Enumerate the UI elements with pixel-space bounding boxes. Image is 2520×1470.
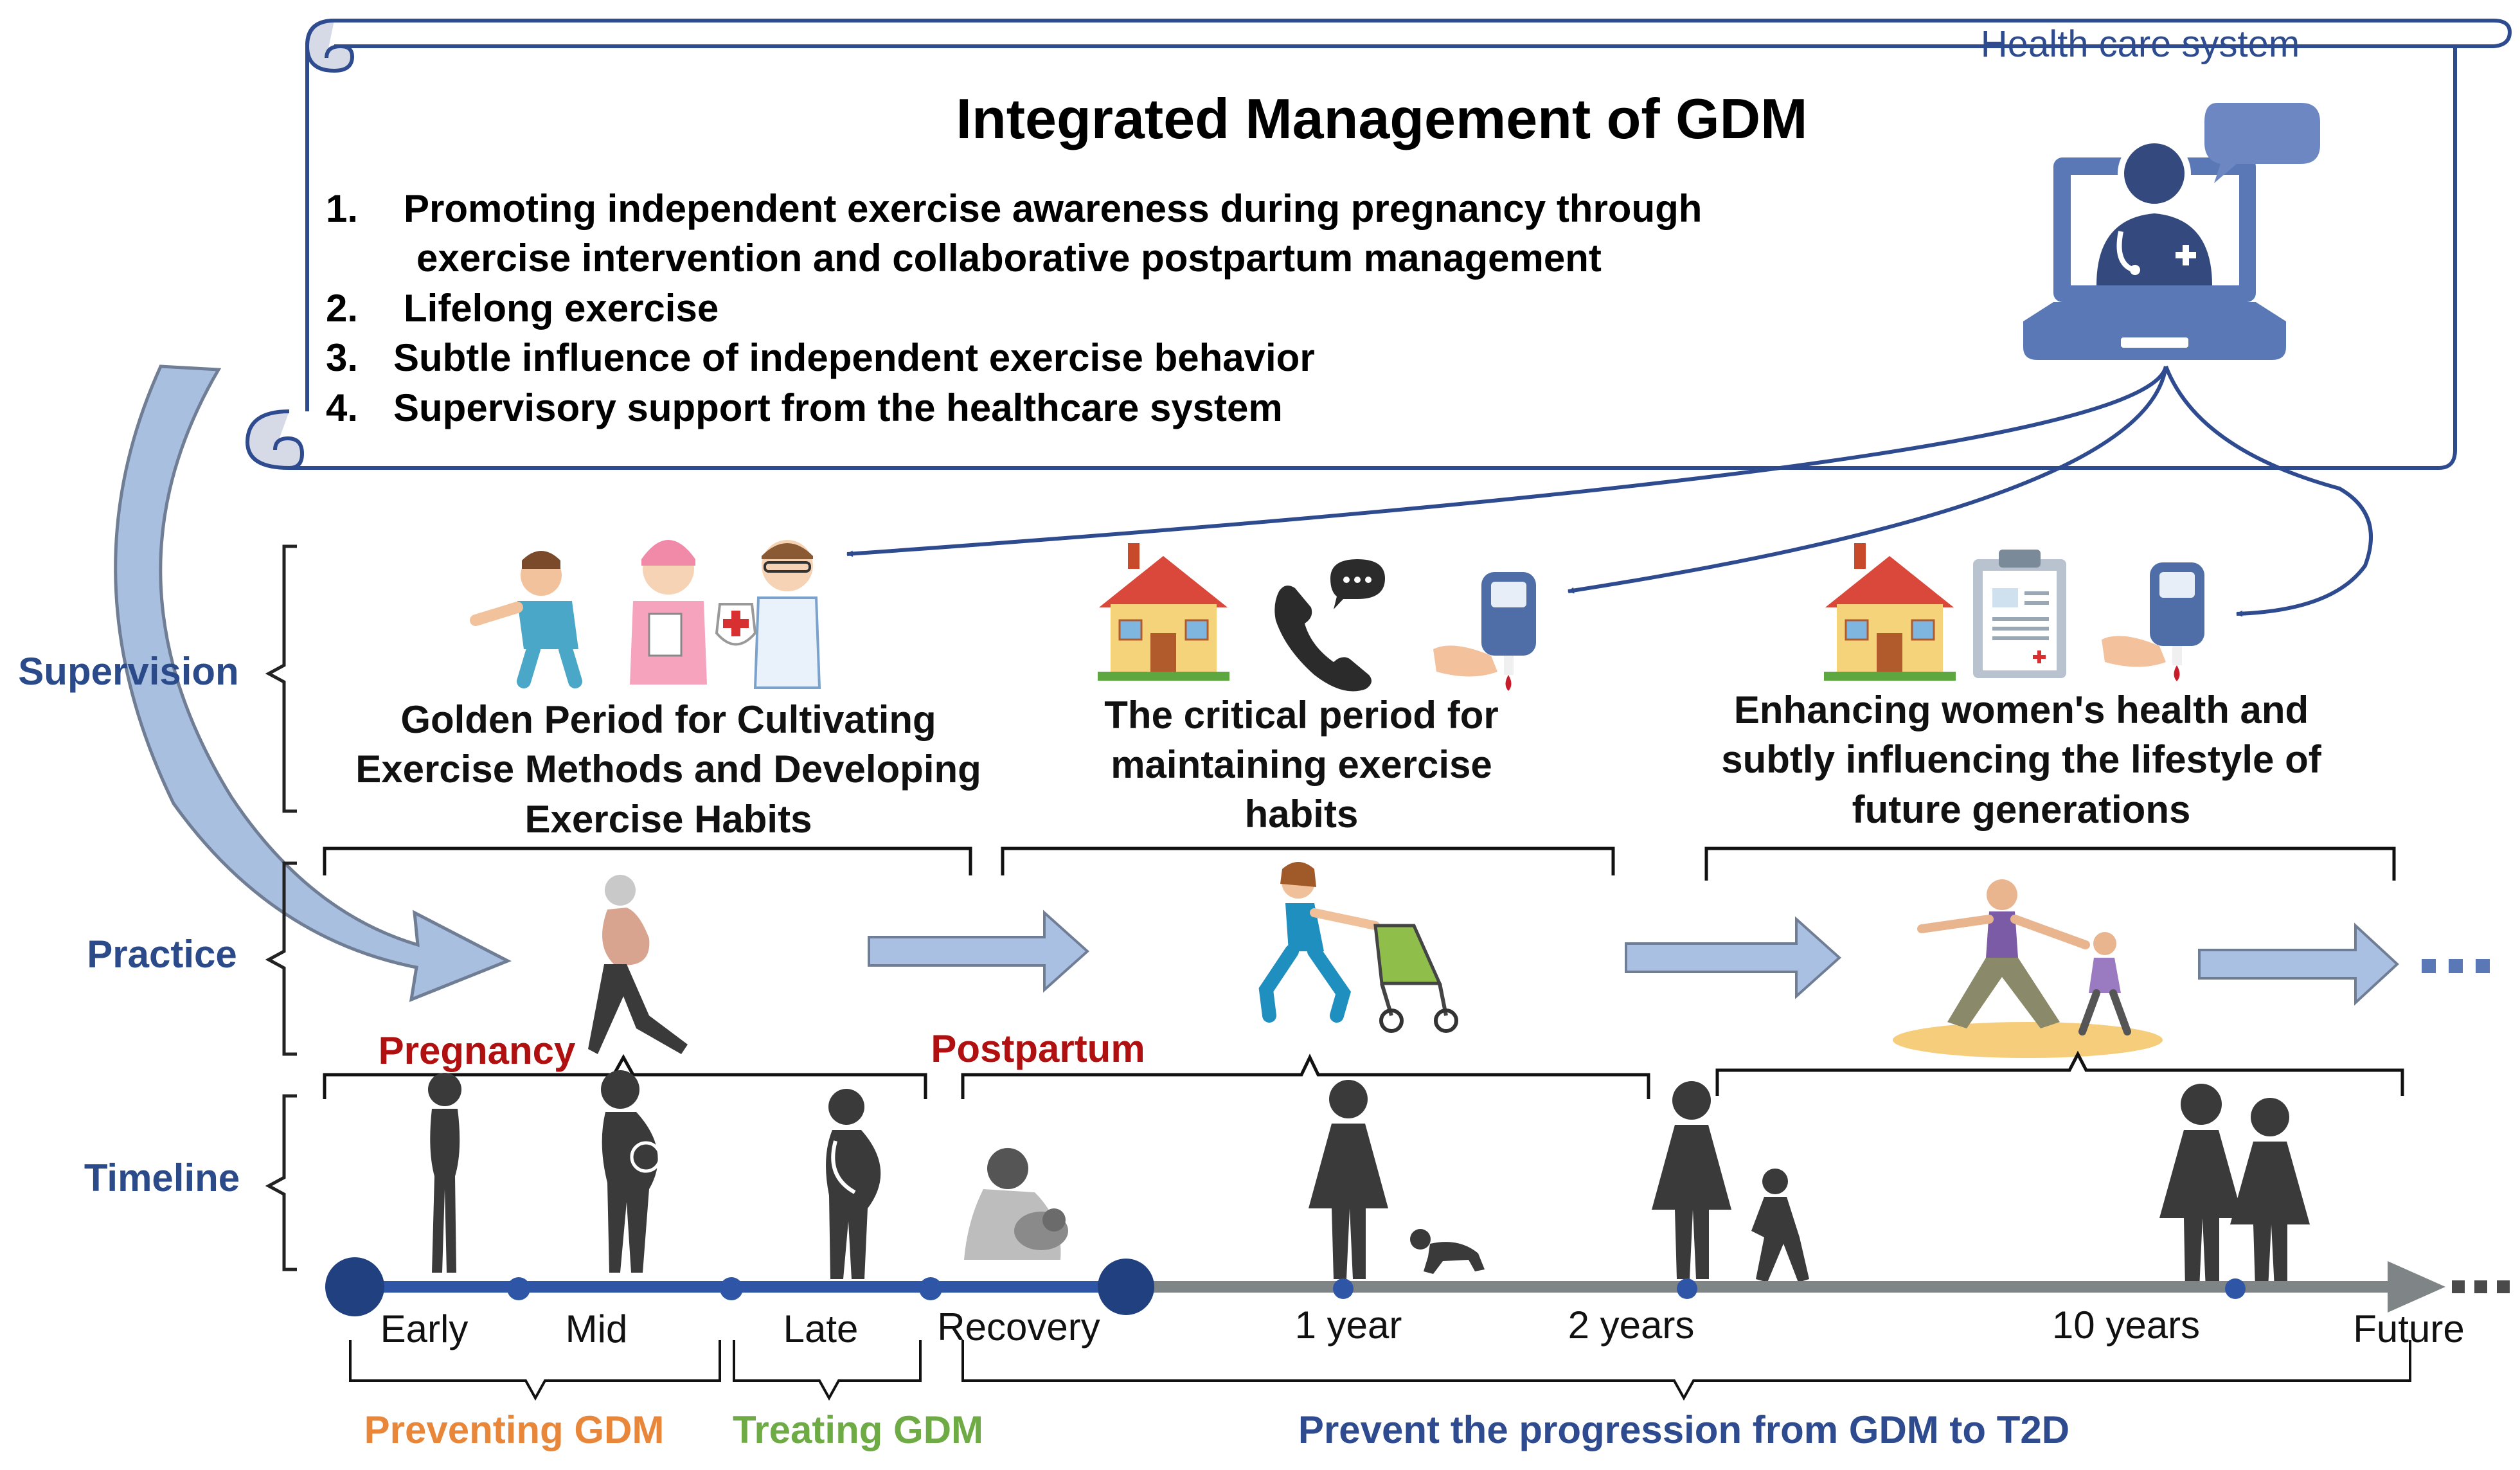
period-3-line-3: future generations: [1852, 788, 2191, 831]
point-1-number: 1.: [326, 187, 358, 230]
point-4-text: Supervisory support from the healthcare …: [393, 386, 1283, 429]
point-1-line-2: exercise intervention and collaborative …: [416, 237, 1602, 280]
period-1-line-2: Exercise Methods and Developing: [355, 748, 981, 791]
supervision-brace: [265, 544, 297, 813]
point-1-line-1: Promoting independent exercise awareness…: [404, 187, 1702, 230]
health-care-system-label: Health care system: [1981, 23, 2300, 65]
goal-treating-gdm: Treating GDM: [733, 1408, 983, 1451]
management-scroll: Health care system Integrated Management…: [245, 19, 2512, 471]
coach-icon: [470, 551, 582, 688]
period-1-line-1: Golden Period for Cultivating: [400, 698, 936, 741]
goals: Preventing GDM Treating GDM Prevent the …: [364, 1408, 2069, 1451]
label-late: Late: [783, 1307, 859, 1350]
period-1-line-3: Exercise Habits: [525, 798, 812, 841]
pregnant-walking-woman-icon: [588, 875, 688, 1054]
period-descriptions: Golden Period for Cultivating Exercise M…: [355, 688, 2322, 841]
doctor-icon: [715, 540, 821, 689]
label-10-years: 10 years: [2052, 1304, 2200, 1347]
goal-prevent-progression: Prevent the progression from GDM to T2D: [1298, 1408, 2069, 1451]
timeline-labels: Early Mid Late Recovery 1 year 2 years 1…: [380, 1304, 2465, 1350]
breastfeeding-mother-icon: [964, 1148, 1068, 1260]
timeline-axis: [325, 1257, 2510, 1316]
supervision-arrows: [846, 365, 2373, 617]
house-icon: [1098, 543, 1229, 681]
period-2-line-1: The critical period for: [1104, 694, 1498, 737]
diagram-title: Integrated Management of GDM: [956, 87, 1808, 150]
period-2-line-3: habits: [1245, 793, 1359, 836]
point-3-text: Subtle influence of independent exercise…: [393, 336, 1315, 379]
period-3-line-2: subtly influencing the lifestyle of: [1721, 738, 2321, 781]
doctor-laptop-icon: [2023, 103, 2320, 360]
timeline-brace: [265, 1094, 297, 1271]
early-pregnancy-silhouette: [428, 1073, 461, 1273]
supervision-row-label: Supervision: [18, 650, 238, 693]
timeline-row-label: Timeline: [84, 1156, 240, 1199]
continuation-dots: [2422, 959, 2490, 973]
point-2-number: 2.: [326, 287, 358, 330]
medical-record-icon: [1973, 550, 2066, 678]
label-1-year: 1 year: [1295, 1304, 1402, 1347]
timeline-brackets: [323, 1050, 2404, 1099]
point-2-text: Lifelong exercise: [404, 287, 719, 330]
pregnancy-phase-label: Pregnancy: [379, 1029, 576, 1072]
label-2-years: 2 years: [1568, 1304, 1695, 1347]
practice-row-label: Practice: [87, 933, 237, 976]
practice-brace: [265, 861, 297, 1056]
management-points: 1. Promoting independent exercise awaren…: [326, 187, 1702, 429]
row-labels: Supervision Practice Timeline: [18, 544, 297, 1271]
medical-staff-icons: [470, 540, 821, 689]
late-pregnancy-silhouette: [826, 1089, 881, 1279]
phone-message-icon: [1274, 559, 1385, 692]
postpartum-phase-label: Postpartum: [931, 1027, 1145, 1070]
mid-pregnancy-silhouette: [601, 1070, 662, 1273]
two-women-icon: [2159, 1084, 2310, 1289]
mother-child-yoga-icon: [1893, 879, 2163, 1058]
label-recovery: Recovery: [937, 1305, 1100, 1349]
point-4-number: 4.: [326, 386, 358, 429]
goal-preventing-gdm: Preventing GDM: [364, 1408, 665, 1451]
point-3-number: 3.: [326, 336, 358, 379]
woman-running-with-stroller-icon: [1258, 862, 1458, 1033]
period-brackets: [323, 847, 2396, 881]
glucometer-icon-2: [2102, 562, 2204, 681]
label-early: Early: [380, 1307, 469, 1350]
label-mid: Mid: [566, 1307, 628, 1350]
period-2-line-2: maintaining exercise: [1111, 743, 1492, 786]
woman-with-crawling-baby-icon: [1309, 1080, 1485, 1279]
nurse-icon: [630, 540, 707, 685]
house-icon-2: [1824, 543, 1956, 681]
goal-braces: [349, 1340, 2411, 1401]
period-3-line-1: Enhancing women's health and: [1734, 688, 2309, 731]
practice-arrows: [868, 910, 2490, 1006]
woman-with-walking-child-icon: [1652, 1081, 1809, 1282]
glucometer-icon: [1433, 572, 1536, 691]
feedback-curved-arrow: [114, 364, 512, 1002]
